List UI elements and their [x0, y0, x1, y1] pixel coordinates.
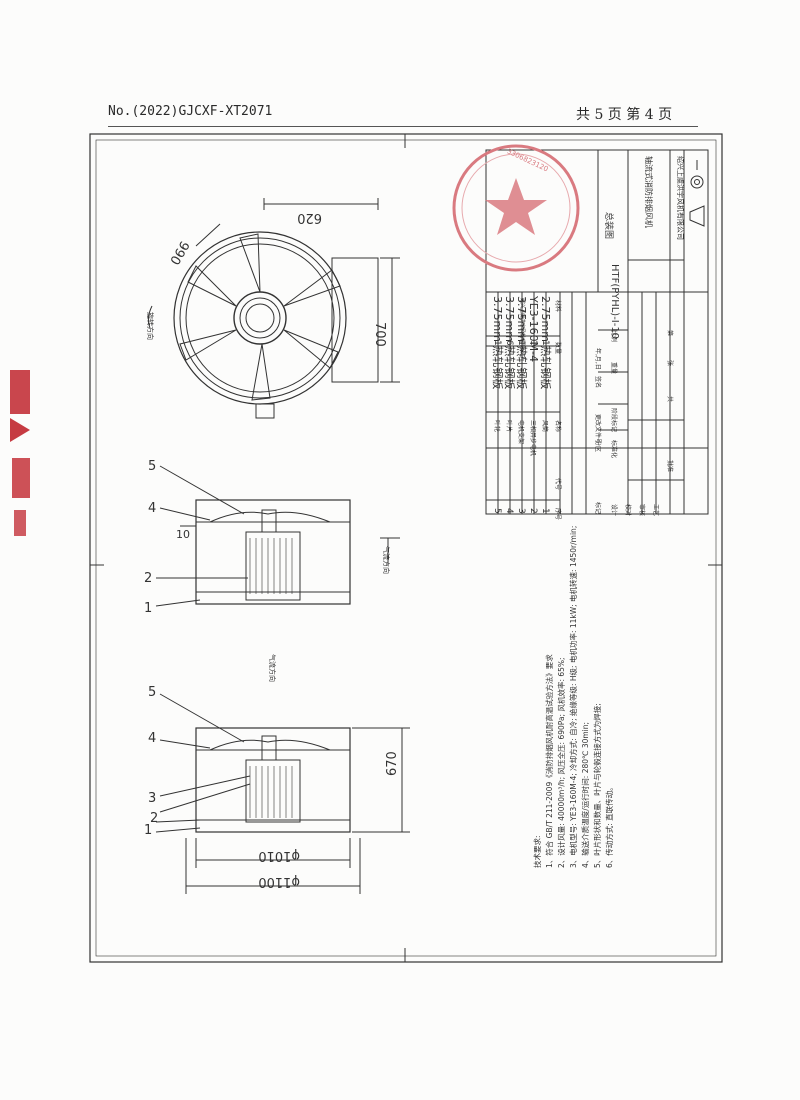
bom-header-material: 材料: [554, 300, 562, 312]
balloon-1-lower: 1: [144, 823, 152, 838]
label-weight: 重量: [610, 362, 618, 374]
company-seal-stamp: 3306823120: [452, 144, 580, 272]
bom-row-4-material: 3.75mm 热轧钢板: [503, 296, 517, 389]
label-date: 年,月,日: [594, 348, 602, 370]
bom-row-3-name: 电机支架: [517, 420, 525, 444]
balloon-2-upper: 2: [144, 571, 152, 586]
label-change-doc: 更改文件号: [594, 414, 602, 444]
label-approve: 批准: [666, 460, 674, 472]
bom-row-5-no: 5: [492, 508, 502, 514]
title-model: HTF(PYHL)-I-10: [609, 264, 620, 339]
dim-620: 620: [297, 210, 322, 225]
bom-row-4-no: 4: [504, 508, 514, 514]
balloon-5-lower: 5: [148, 685, 156, 700]
bom-header-no: 序号: [554, 508, 562, 520]
title-product: 轴流式消防排烟风机: [644, 156, 654, 228]
balloon-4-upper: 4: [148, 501, 156, 516]
bom-header-qty: 数量: [554, 342, 562, 354]
bom-row-1-qty: 1: [540, 340, 550, 346]
label-process: 工艺: [652, 504, 660, 516]
balloon-4-lower: 4: [148, 731, 156, 746]
bom-row-4-qty: 6: [504, 340, 514, 346]
bom-row-5-material: 3.75mm 热轧钢板: [491, 296, 505, 389]
tech-note-3: 3、电机型号: YE3-160M-4; 冷却方式: 自冷; 绝缘等级: H级; …: [568, 526, 578, 868]
bom-row-3-material: 3.75mm 热轧钢板: [515, 296, 529, 389]
balloon-2-lower: 2: [150, 811, 158, 826]
bom-row-3-no: 3: [516, 508, 526, 514]
tech-note-6: 6、传动方式: 直联传动。: [604, 783, 614, 868]
balloon-3-lower: 3: [148, 791, 156, 806]
title-company: 绍兴上虞洪宇风机有限公司: [676, 156, 685, 240]
bom-row-2-material: YE3-160M-4: [527, 295, 540, 362]
bom-row-1-name: 风筒: [541, 420, 549, 432]
bom-stamp-cell: 绍兴上虞洪宇风机有限公司: [519, 298, 526, 358]
balloon-5-upper: 5: [148, 459, 156, 474]
label-sheet: 张: [666, 360, 674, 366]
bom-row-2-qty: 1: [528, 340, 538, 346]
label-sign: 签名: [594, 376, 602, 388]
tech-notes-title: 技术要求:: [532, 835, 542, 868]
tech-note-2: 2、设计风量: 40000m³/h; 风压全压: 690Pa; 风机效率: 65…: [556, 657, 566, 868]
bom-row-1-no: 1: [540, 508, 550, 514]
tech-note-5: 5、叶片形状和数量、叶片与轮毂连接方式为焊接;: [592, 703, 602, 868]
label-rotation: 旋转方向: [146, 312, 155, 340]
label-airflow: 气流方向: [382, 546, 391, 574]
dim-10: 10: [176, 528, 190, 541]
bom-row-5-name: 叶轮: [493, 420, 501, 432]
dim-700: 700: [372, 322, 387, 347]
header-rule: [108, 126, 698, 127]
label-mark: 标记: [594, 502, 602, 514]
bom-row-4-name: 叶片: [505, 420, 513, 432]
bom-row-3-qty: 1: [516, 340, 526, 346]
label-design: 设计: [610, 504, 618, 516]
dim-1010: φ1010: [258, 848, 300, 863]
tech-note-4: 4、输送介质温度/运行时间: 280℃ 30min;: [580, 722, 590, 868]
projection-symbol-icon: [689, 160, 705, 227]
bom-row-2-no: 2: [528, 508, 538, 514]
bom-header-code: 代号: [554, 478, 562, 490]
header-page-info: 共 5 页 第 4 页: [576, 107, 673, 123]
dim-1100: φ1100: [258, 874, 300, 889]
balloon-1-upper: 1: [144, 601, 152, 616]
bom-row-2-name: 三相异步电机: [529, 420, 537, 456]
label-review: 审核: [638, 504, 646, 516]
label-stage: 阶段标记: [610, 408, 618, 432]
bom-header-name: 名称: [554, 420, 562, 432]
label-zone: 分区: [594, 440, 602, 452]
tech-note-1: 1、符合 GB/T 211-2009《消防排烟风机耐高温试验方法》要求: [544, 654, 554, 868]
label-of: 第: [666, 330, 674, 336]
label-scale: 比例: [610, 330, 618, 342]
dim-990: 990: [166, 238, 191, 267]
bom-row-1-material: 2.75mm 热轧钢板: [539, 296, 553, 389]
label-check: 校对: [624, 504, 632, 516]
header-report-number: No.(2022)GJCXF-XT2071: [108, 104, 273, 119]
side-seal-stamp: [10, 370, 30, 536]
label-standard: 标准化: [610, 440, 618, 458]
label-airflow-2: 气流方向: [268, 654, 277, 682]
label-total: 共: [666, 396, 674, 402]
dim-670: 670: [385, 751, 400, 776]
bom-row-5-qty: 1: [492, 340, 502, 346]
title-drawing-name: 总装图: [603, 212, 615, 239]
